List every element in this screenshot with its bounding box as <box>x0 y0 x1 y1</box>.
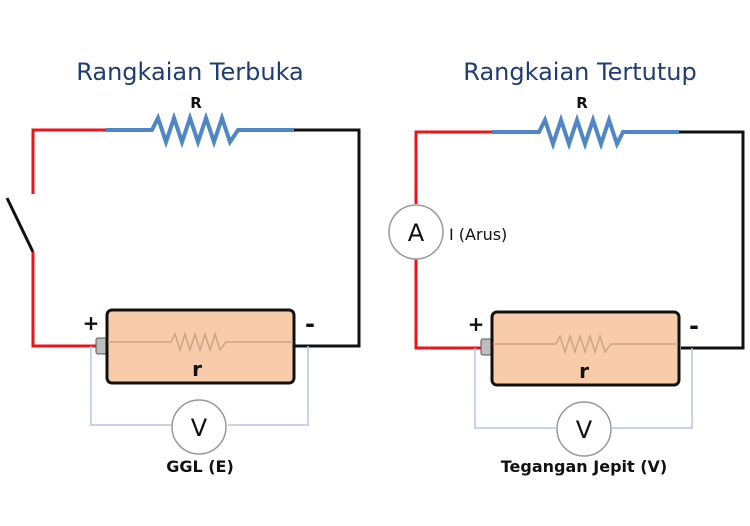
open-circuit-title: Rangkaian Terbuka <box>76 58 304 86</box>
voltmeter-caption: GGL (E) <box>166 457 234 476</box>
voltmeter-caption: Tegangan Jepit (V) <box>501 457 667 476</box>
ammeter <box>388 204 444 260</box>
resistor-label: R <box>576 94 588 112</box>
voltmeter <box>171 399 227 455</box>
voltmeter-symbol: V <box>576 416 593 444</box>
open-switch <box>5 197 35 253</box>
open-circuit: Rangkaian Terbuka R r + - V GGL (E) <box>5 58 361 476</box>
closed-circuit: Rangkaian Tertutup R A I (Arus) r + - V … <box>388 58 745 476</box>
internal-resistor-r <box>108 331 293 353</box>
ammeter-symbol: A <box>408 219 425 247</box>
resistor-label: R <box>190 94 202 112</box>
internal-resistance-label: r <box>579 359 589 383</box>
resistor-R <box>106 111 294 149</box>
minus-label: - <box>305 310 315 338</box>
positive-wire-bottom <box>414 259 482 350</box>
positive-wire-bottom <box>31 252 96 348</box>
voltmeter <box>556 401 612 457</box>
negative-wire <box>679 130 745 350</box>
closed-circuit-title: Rangkaian Tertutup <box>463 58 696 86</box>
positive-wire-top <box>414 130 492 204</box>
internal-resistor-r <box>493 333 678 355</box>
positive-wire-top <box>31 128 106 194</box>
plus-label: + <box>83 311 100 335</box>
voltmeter-wire <box>474 348 556 429</box>
voltmeter-wire <box>90 346 172 426</box>
plus-label: + <box>468 312 485 336</box>
negative-wire <box>294 128 361 348</box>
minus-label: - <box>689 312 699 340</box>
ammeter-caption: I (Arus) <box>449 225 507 244</box>
resistor-R <box>492 113 679 151</box>
internal-resistance-label: r <box>192 357 202 381</box>
voltmeter-wire <box>612 348 693 429</box>
voltmeter-wire <box>228 346 309 426</box>
voltmeter-symbol: V <box>191 414 208 442</box>
